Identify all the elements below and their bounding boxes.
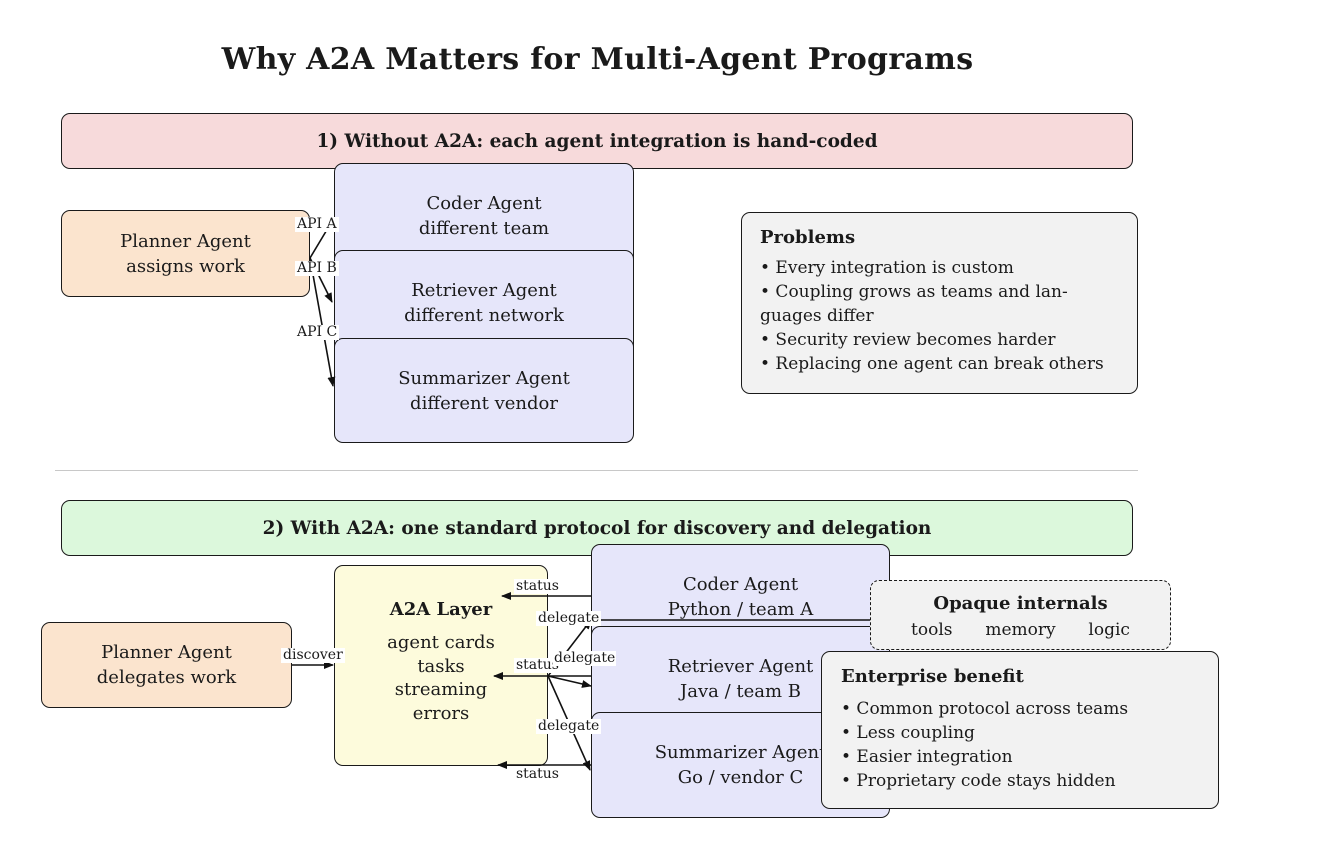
discover-label: discover: [281, 647, 345, 663]
opaque-title: Opaque internals: [933, 593, 1108, 614]
section2-summarizer-sub: Go / vendor C: [677, 767, 804, 788]
status-label-retriever: status: [514, 657, 561, 673]
a2a-layer-box: A2A Layer agent cards tasks streaming er…: [334, 565, 548, 766]
section2-planner-box: Planner Agent delegates work: [41, 622, 292, 708]
opaque-item-tools: tools: [911, 620, 953, 640]
section2-planner-sub: delegates work: [96, 667, 237, 688]
enterprise-title: Enterprise benefit: [841, 666, 1024, 687]
enterprise-benefit-panel: Enterprise benefit • Common protocol acr…: [821, 651, 1219, 809]
a2a-layer-item: streaming: [394, 679, 488, 700]
section1-summarizer-sub: different vendor: [410, 392, 558, 414]
section2-coder-name: Coder Agent: [682, 574, 799, 595]
section2-retriever-name: Retriever Agent: [667, 656, 814, 677]
section1-retriever-name: Retriever Agent: [411, 280, 557, 301]
api-c-arrow: [309, 257, 336, 387]
section2-coder-sub: Python / team A: [667, 599, 814, 620]
section1-planner-name: Planner Agent: [120, 230, 251, 252]
problems-title: Problems: [760, 227, 856, 248]
a2a-layer-item: tasks: [417, 655, 465, 677]
problems-item: • Replacing one agent can break others: [760, 354, 1104, 374]
a2a-layer-item: agent cards: [387, 632, 495, 653]
section1-banner-text: 1) Without A2A: each agent integration i…: [316, 130, 878, 152]
section2-retriever-sub: Java / team B: [680, 681, 801, 702]
section1-coder-name: Coder Agent: [426, 193, 542, 214]
delegate-label-retriever: delegate: [553, 650, 617, 666]
opaque-internals-panel: Opaque internals tools memory logic: [870, 580, 1171, 650]
enterprise-item: • Easier integration: [841, 747, 1013, 767]
section2-planner-name: Planner Agent: [101, 642, 232, 663]
section1-planner-box: Planner Agent assigns work: [61, 210, 310, 297]
problems-item: • Security review becomes harder: [760, 330, 1056, 350]
api-a-label: API A: [295, 216, 339, 232]
section1-banner: 1) Without A2A: each agent integration i…: [61, 113, 1133, 169]
problems-item: guages differ: [760, 306, 874, 326]
delegate-label-summarizer: delegate: [536, 718, 602, 734]
enterprise-item: • Proprietary code stays hidden: [841, 771, 1116, 791]
problems-item: • Coupling grows as teams and lan-: [760, 282, 1068, 302]
section1-planner-sub: assigns work: [126, 255, 245, 277]
a2a-layer-title: A2A Layer: [389, 599, 493, 620]
opaque-item-logic: logic: [1088, 620, 1130, 640]
delegate-arrow-retriever: [547, 675, 592, 688]
section-divider: [55, 470, 1138, 471]
opaque-items: tools memory logic: [871, 618, 1170, 642]
diagram-title: Why A2A Matters for Multi-Agent Programs: [221, 42, 974, 77]
problems-panel: Problems • Every integration is custom •…: [741, 212, 1138, 394]
a2a-layer-item: errors: [412, 702, 470, 724]
api-c-label: API C: [295, 324, 340, 340]
section1-summarizer-agent-box: Summarizer Agent different vendor: [334, 338, 634, 443]
status-label-summarizer: status: [514, 766, 561, 782]
status-label-coder: status: [514, 578, 561, 594]
problems-item: • Every integration is custom: [760, 258, 1014, 278]
section2-summarizer-name: Summarizer Agent: [654, 742, 827, 763]
section1-coder-sub: different team: [418, 218, 550, 239]
enterprise-item: • Common protocol across teams: [841, 699, 1129, 719]
section2-banner-text: 2) With A2A: one standard protocol for d…: [262, 517, 932, 539]
opaque-item-memory: memory: [985, 620, 1056, 640]
enterprise-item: • Less coupling: [841, 723, 975, 743]
delegate-label-coder: delegate: [536, 610, 602, 626]
api-b-label: API B: [295, 260, 339, 276]
section1-summarizer-name: Summarizer Agent: [398, 367, 570, 389]
section1-retriever-sub: different network: [404, 305, 564, 326]
